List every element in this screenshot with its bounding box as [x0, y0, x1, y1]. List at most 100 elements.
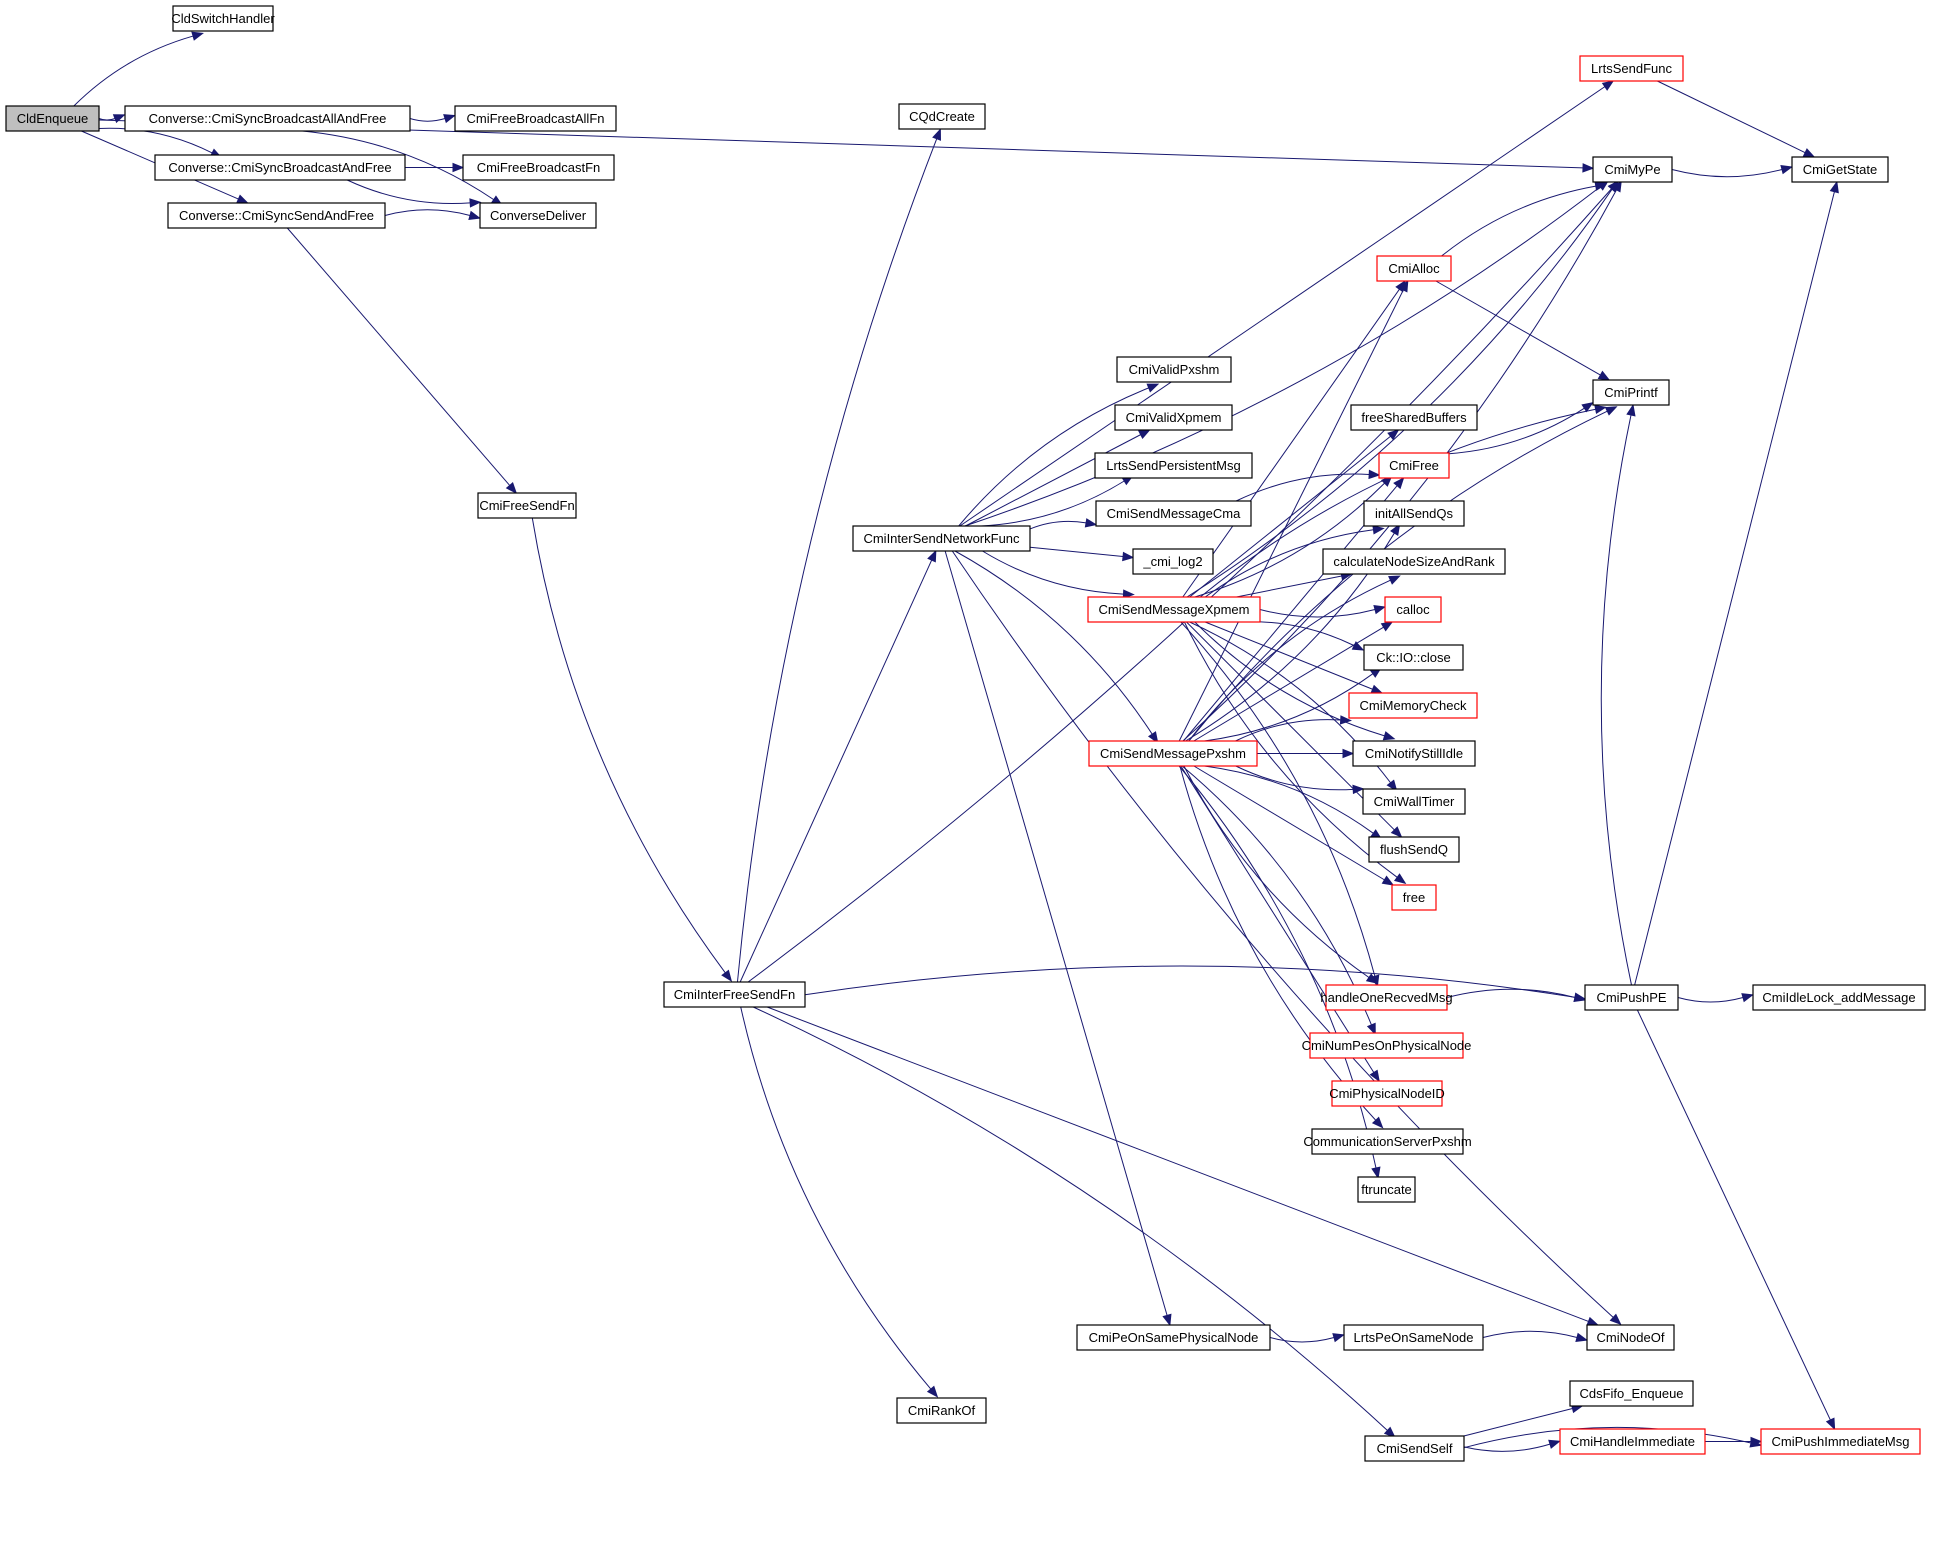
- arrowhead-icon: [721, 969, 733, 982]
- edge-cmi-alloc-to-cmi-printf: [1435, 280, 1611, 381]
- node-cmi-get-state[interactable]: CmiGetState: [1791, 156, 1889, 183]
- node-cmi-printf[interactable]: CmiPrintf: [1592, 379, 1670, 406]
- edge-cmi-send-message-pxshm-to-cmi-wall-timer: [1235, 765, 1365, 795]
- arrowhead-icon: [505, 481, 518, 495]
- edge-cmi-inter-send-network-func-to-cmi-node-of: [951, 550, 1622, 1326]
- arrowhead-icon: [1780, 165, 1793, 175]
- node-cmi-wall-timer[interactable]: CmiWallTimer: [1362, 788, 1466, 815]
- node-flush-send-q[interactable]: flushSendQ: [1368, 836, 1460, 863]
- edge-line: [409, 118, 446, 122]
- edge-cmi-send-message-xpmem-to-handle-one-recved-msg: [1180, 621, 1380, 988]
- node-calc-node[interactable]: calculateNodeSizeAndRank: [1322, 548, 1506, 575]
- node-cmi-send-self[interactable]: CmiSendSelf: [1364, 1435, 1465, 1462]
- edge-line: [1183, 621, 1398, 878]
- node-cds-fifo-enqueue[interactable]: CdsFifo_Enqueue: [1569, 1380, 1694, 1407]
- edge-line: [1178, 289, 1404, 742]
- node-cmi-send-message-pxshm[interactable]: CmiSendMessagePxshm: [1088, 740, 1258, 767]
- node-free[interactable]: free: [1391, 884, 1437, 911]
- node-cmi-memory-check[interactable]: CmiMemoryCheck: [1348, 692, 1478, 719]
- arrowhead-icon: [1371, 1166, 1381, 1180]
- arrowhead-icon: [191, 31, 204, 41]
- node-cmi-valid-xpmem[interactable]: CmiValidXpmem: [1114, 404, 1233, 431]
- node-cmi-free-send-fn[interactable]: CmiFreeSendFn: [477, 492, 577, 519]
- edge-line: [958, 387, 1149, 527]
- node-label: handleOneRecvedMsg: [1320, 990, 1452, 1005]
- node-init-all-send-qs[interactable]: initAllSendQs: [1363, 500, 1465, 527]
- node-cmi-valid-pxshm[interactable]: CmiValidPxshm: [1116, 356, 1232, 383]
- node-cmi-send-message-xpmem[interactable]: CmiSendMessageXpmem: [1087, 596, 1261, 623]
- node-cmi-alloc[interactable]: CmiAlloc: [1376, 255, 1452, 282]
- node-label: CldSwitchHandler: [171, 11, 275, 26]
- node-cmi-push-pe[interactable]: CmiPushPE: [1584, 984, 1679, 1011]
- node-cmi-handle-immediate[interactable]: CmiHandleImmediate: [1559, 1428, 1706, 1455]
- node-sync-bcast-all[interactable]: Converse::CmiSyncBroadcastAllAndFree: [124, 105, 411, 132]
- arrowhead-icon: [1138, 429, 1151, 440]
- arrowhead-icon: [1365, 973, 1379, 984]
- node-ck-ioclose[interactable]: Ck::IO::close: [1363, 644, 1464, 671]
- edge-cmi-push-pe-to-cmi-printf: [1600, 403, 1636, 986]
- node-handle-one-recved-msg[interactable]: handleOneRecvedMsg: [1320, 984, 1453, 1011]
- node-cmi-notify-still-idle[interactable]: CmiNotifyStillIdle: [1352, 740, 1476, 767]
- node-cmi-rank-of[interactable]: CmiRankOf: [896, 1397, 987, 1424]
- arrowhead-icon: [236, 194, 249, 204]
- edge-sync-bcast-to-converse-deliver: [346, 179, 482, 208]
- node-lrts-send-persistent-msg[interactable]: LrtsSendPersistentMsg: [1094, 452, 1253, 479]
- edge-line: [1269, 1337, 1335, 1343]
- node-box: [1311, 1128, 1464, 1155]
- node-box: [1116, 356, 1232, 383]
- node-lrts-send-func[interactable]: LrtsSendFunc: [1579, 55, 1684, 82]
- arrowhead-icon: [1084, 518, 1098, 528]
- edge-handle-one-recved-msg-to-cmi-push-pe: [1446, 988, 1586, 1002]
- arrowhead-icon: [1609, 1313, 1622, 1326]
- edge-line: [73, 35, 194, 107]
- edge-cmi-send-message-pxshm-to-calc-node: [1188, 575, 1401, 742]
- node-sync-bcast[interactable]: Converse::CmiSyncBroadcastAndFree: [154, 154, 406, 181]
- edge-line: [1178, 765, 1377, 1169]
- node-cmi-inter-free-send-fn[interactable]: CmiInterFreeSendFn: [663, 981, 806, 1008]
- node-cmi-num-pes-on-physical-node[interactable]: CmiNumPesOnPhysicalNode: [1302, 1032, 1472, 1059]
- edge-cmi-free-send-fn-to-cmi-inter-free-send-fn: [531, 517, 733, 982]
- edge-line: [1179, 765, 1377, 1121]
- node-box: [1368, 836, 1460, 863]
- edge-sync-send-to-cmi-free-send-fn: [286, 227, 518, 495]
- node-cld-switch-handler[interactable]: CldSwitchHandler: [171, 5, 275, 32]
- node-box: [1322, 548, 1506, 575]
- node-cmi-pe-on-same-physical-node[interactable]: CmiPeOnSamePhysicalNode: [1076, 1324, 1271, 1351]
- node-cld-enqueue: CldEnqueue: [5, 105, 100, 132]
- arrowhead-icon: [1393, 476, 1405, 490]
- node-cmi-inter-send-network-func[interactable]: CmiInterSendNetworkFunc: [852, 525, 1031, 552]
- node-cmi-physical-node-id[interactable]: CmiPhysicalNodeID: [1329, 1080, 1445, 1107]
- node-label: CmiInterFreeSendFn: [674, 987, 795, 1002]
- node-converse-deliver[interactable]: ConverseDeliver: [479, 202, 597, 229]
- node-cmi-log2[interactable]: _cmi_log2: [1132, 548, 1214, 575]
- node-comm-server-pxshm[interactable]: CommunicationServerPxshm: [1303, 1128, 1472, 1155]
- node-free-bcast-all-fn[interactable]: CmiFreeBroadcastAllFn: [454, 105, 617, 132]
- node-ftruncate[interactable]: ftruncate: [1357, 1176, 1416, 1203]
- node-free-shared-buffers[interactable]: freeSharedBuffers: [1350, 404, 1478, 431]
- edge-cmi-inter-send-network-func-to-cmi-valid-pxshm: [958, 383, 1160, 527]
- arrowhead-icon: [1383, 1426, 1396, 1439]
- node-label: Converse::CmiSyncBroadcastAndFree: [168, 160, 391, 175]
- edge-cmi-handle-immediate-to-cmi-push-immediate-msg: [1705, 1436, 1763, 1447]
- node-label: CmiValidPxshm: [1129, 362, 1220, 377]
- edge-line: [1204, 529, 1374, 598]
- node-cmi-node-of[interactable]: CmiNodeOf: [1586, 1324, 1675, 1351]
- node-box: [462, 154, 615, 181]
- edge-line: [1204, 673, 1374, 742]
- node-sync-send[interactable]: Converse::CmiSyncSendAndFree: [167, 202, 386, 229]
- node-box: [454, 105, 617, 132]
- node-label: CldEnqueue: [17, 111, 89, 126]
- node-cmi-free[interactable]: CmiFree: [1378, 452, 1450, 479]
- node-box: [1076, 1324, 1271, 1351]
- edge-cmi-send-message-pxshm-to-cmi-my-pe: [1182, 179, 1622, 742]
- node-lrts-pe-on-same-node[interactable]: LrtsPeOnSameNode: [1343, 1324, 1484, 1351]
- node-cmi-push-immediate-msg[interactable]: CmiPushImmediateMsg: [1760, 1428, 1921, 1455]
- node-cmi-idle-lock[interactable]: CmiIdleLock_addMessage: [1752, 984, 1926, 1011]
- node-cmi-my-pe[interactable]: CmiMyPe: [1592, 156, 1673, 183]
- node-free-bcast-fn[interactable]: CmiFreeBroadcastFn: [462, 154, 615, 181]
- node-label: CmiPhysicalNodeID: [1329, 1086, 1445, 1101]
- node-calloc[interactable]: calloc: [1384, 596, 1442, 623]
- node-cqd-create[interactable]: CQdCreate: [898, 103, 986, 130]
- node-cmi-send-message-cma[interactable]: CmiSendMessageCma: [1095, 500, 1252, 527]
